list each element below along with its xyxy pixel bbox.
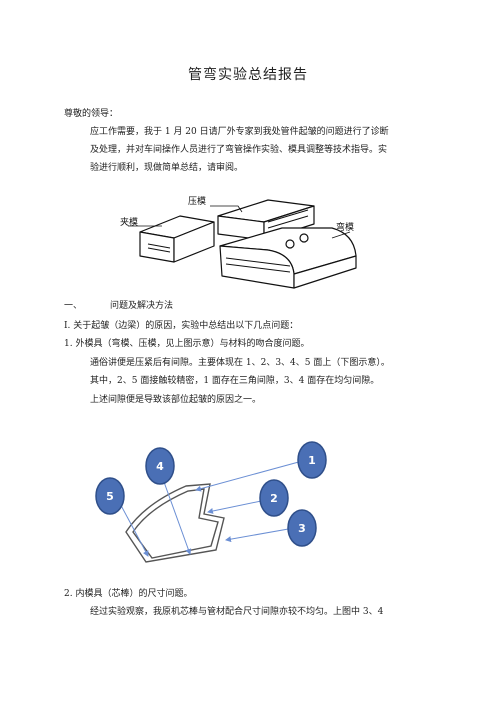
- item-1-body-line-3: 上述间隙便是导致该部位起皱的原因之一。: [90, 395, 262, 405]
- contact-faces-figure: 1 2 3 4 5: [95, 441, 327, 563]
- pointer-arrows: [115, 459, 307, 557]
- item-I-text: I. 关于起皱（边梁）的原因，实验中总结出以下几点问题：: [64, 321, 299, 331]
- item-2-text: 2. 内模具（芯棒）的尺寸问题。: [64, 589, 193, 599]
- arrow-4: [163, 481, 192, 555]
- intro-line-3: 验进行顺利，现做简单总结，请审阅。: [90, 163, 244, 173]
- label-press-die: 压模: [188, 196, 206, 207]
- tube-profile: [125, 483, 225, 563]
- marker-5: 5: [95, 477, 125, 515]
- item-1-body-line-2: 其中，2、5 面接触较精密，1 面存在三角间隙，3、4 面存在均匀间隙。: [90, 376, 380, 386]
- marker-ellipse-4: [145, 447, 175, 485]
- clamp-die-block: [139, 215, 215, 263]
- marker-ellipse-5: [95, 477, 125, 515]
- bend-die-block: [219, 227, 357, 289]
- item-1-body-line-1: 通俗讲便是压紧后有间隙。主要体现在 1、2、3、4、5 面上（下图示意）。: [90, 358, 390, 368]
- marker-1: 1: [297, 441, 327, 479]
- mold-schematic-figure: 夹模 压模 弯模: [120, 196, 357, 289]
- arrow-3: [225, 527, 295, 543]
- section1-heading: 问题及解决方法: [110, 301, 174, 311]
- arrow-1: [195, 459, 307, 492]
- intro-line-1: 应工作需要，我于 1 月 20 日请厂外专家到我处管件起皱的问题进行了诊断: [90, 127, 389, 137]
- marker-3: 3: [287, 509, 317, 547]
- marker-label-3: 3: [298, 522, 306, 535]
- section1-number: 一、: [64, 301, 83, 311]
- item-2-body: 经过实验观察，我原机芯棒与管材配合尺寸间隙亦较不均匀。上图中 3、4: [90, 607, 384, 617]
- marker-4: 4: [145, 447, 175, 485]
- salutation: 尊敬的领导：: [64, 109, 119, 119]
- marker-ellipse-1: [297, 441, 327, 479]
- label-bend-die: 弯模: [336, 221, 354, 233]
- page-title: 管弯实验总结报告: [188, 67, 308, 83]
- label-clamp-die: 夹模: [120, 216, 138, 228]
- arrow-2: [207, 499, 267, 514]
- marker-2: 2: [259, 479, 289, 517]
- marker-label-5: 5: [106, 490, 114, 503]
- intro-line-2: 及处理，并对车间操作人员进行了弯管操作实验、模具调整等技术指导。实: [90, 145, 388, 155]
- marker-label-4: 4: [156, 460, 164, 473]
- marker-label-1: 1: [308, 454, 316, 467]
- marker-ellipse-3: [287, 509, 317, 547]
- marker-label-2: 2: [270, 492, 278, 505]
- item-1-text: 1. 外模具（弯模、压模，见上图示意）与材料的吻合度问题。: [64, 339, 310, 349]
- marker-ellipse-2: [259, 479, 289, 517]
